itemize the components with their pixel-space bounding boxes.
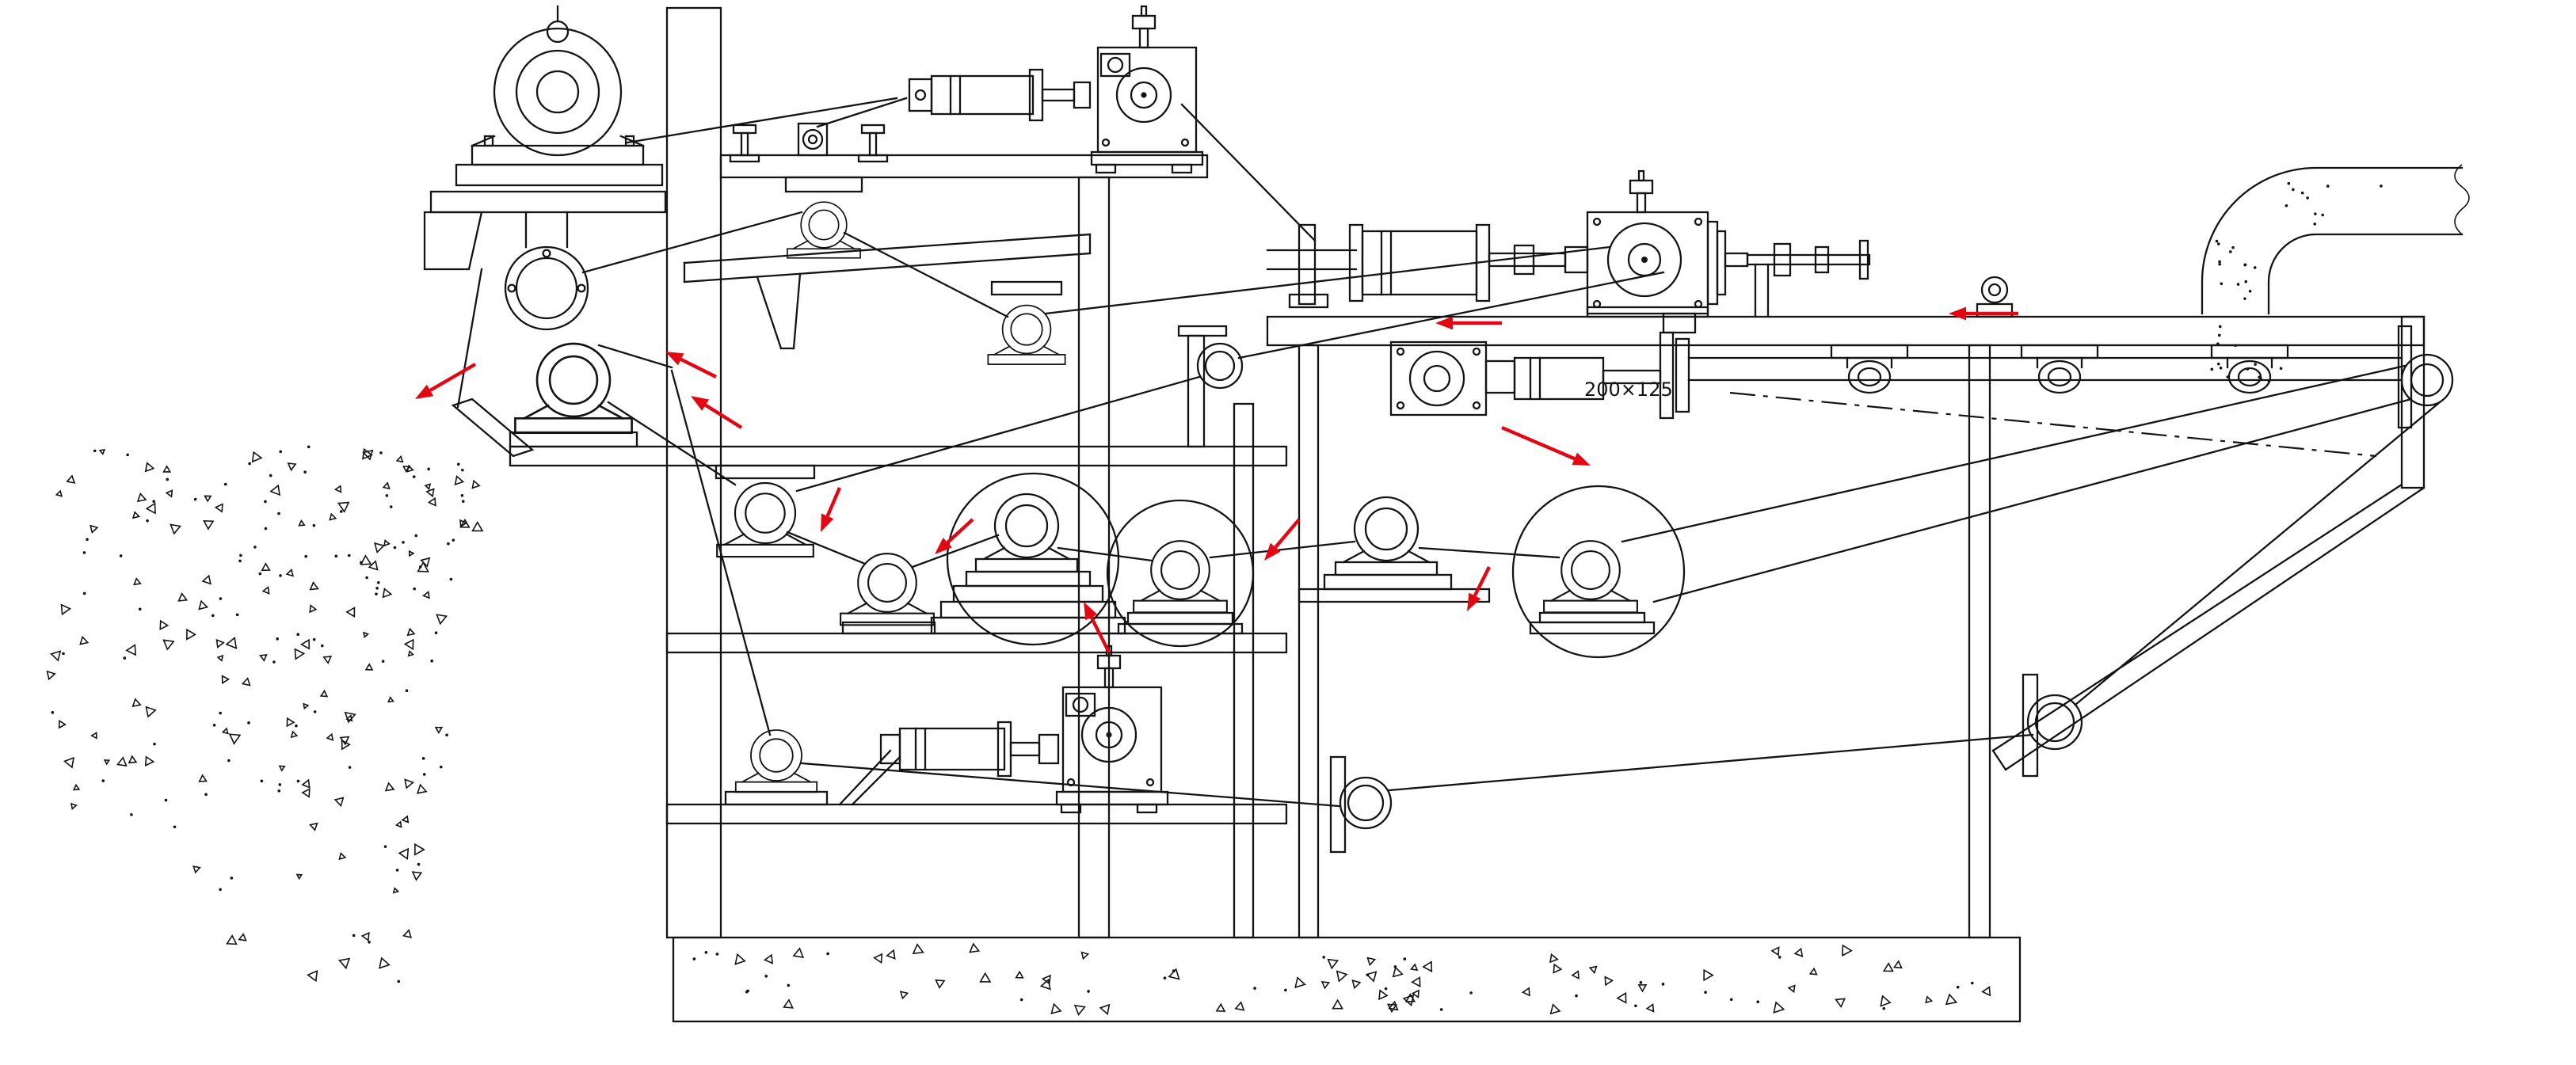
tensioner-gearbox [1090, 46, 1204, 174]
discharge-scraper-blade [451, 397, 535, 458]
drive-pedestal-lower [455, 163, 664, 187]
stay-link [816, 97, 908, 128]
tank-right-wall [2400, 315, 2425, 489]
press-roller-3 [930, 472, 1126, 646]
tension-roller [734, 729, 818, 793]
press-rollers [714, 464, 1686, 659]
frame-shelf-2 [665, 632, 1288, 654]
belt-paths [581, 97, 2441, 808]
return-roller-right [2022, 673, 2083, 778]
tray-roller [987, 280, 1066, 365]
press-roller-4 [1106, 499, 1255, 648]
tensioner-gearbox [1055, 686, 1169, 814]
cylinder-mount-bracket [1298, 223, 1317, 306]
bearing-housing [1389, 340, 1488, 416]
upper-belt-tensioner [729, 5, 1204, 174]
hydraulic-cylinder-body [898, 727, 1006, 771]
beam-bearing-plate [2210, 344, 2289, 394]
eye-bracket [797, 122, 829, 157]
drive-housing-mid [515, 49, 600, 135]
piston-rod [1041, 88, 1076, 102]
discharge-bearing-roller [514, 342, 633, 435]
discharge-drum [504, 245, 589, 331]
discharge-bearing-base [509, 431, 638, 448]
pipe-break-line [2454, 164, 2470, 235]
anchor-bolt-icon [729, 124, 760, 163]
cylinder-size-label: 200×125 [1584, 378, 1673, 401]
pipe-inner-wall [2267, 233, 2464, 315]
tray-spout [756, 276, 783, 350]
lifting-eye [1976, 276, 2014, 318]
rod-nut [1513, 244, 1535, 276]
breather-valve-icon [1131, 5, 1157, 49]
feed-tray [683, 233, 1092, 350]
return-roller-left [1329, 755, 1393, 854]
hydraulic-cylinder-body [1361, 230, 1478, 296]
tank-slant-inner [2004, 486, 2425, 771]
slurry-speckle [2210, 181, 2383, 383]
feed-pipe [2201, 164, 2470, 383]
output-shaft [1724, 252, 1749, 268]
press-roller-1 [714, 464, 816, 558]
anchor-bolt-icon [857, 124, 889, 163]
beam-bearing-plate [1830, 344, 1909, 394]
tank-slant-outer [1991, 483, 2403, 752]
sludge-discharge-particles [46, 445, 484, 983]
hidden-belt-centerline [1729, 391, 2377, 458]
drive-table-panel [423, 211, 483, 271]
flow-arrows [415, 306, 2018, 653]
frame-column-left [665, 6, 722, 939]
rod-coupling [1073, 81, 1092, 109]
lifting-hook-icon [546, 20, 570, 44]
beam-bearing-plate [2020, 344, 2099, 394]
breather-valve-icon [1629, 169, 1654, 214]
roller-shell [1106, 499, 1255, 648]
foundation-slab [672, 936, 2022, 1023]
drive-table [429, 190, 667, 214]
frame-shelf-1 [509, 445, 1288, 467]
frame-shelf-3 [665, 803, 1288, 825]
tank-inlet-roller [1177, 325, 1244, 448]
piston-rod [1009, 741, 1041, 757]
hydraulic-cylinder-body [930, 74, 1035, 116]
adjust-rod [1746, 253, 1871, 266]
press-roller-2 [840, 553, 936, 635]
tank-leg-right [1968, 344, 1991, 939]
head-roller [784, 176, 863, 259]
tail-roller [2397, 325, 2454, 429]
lower-belt-tensioner [724, 645, 1169, 814]
press-roller-6 [1511, 485, 1686, 659]
tank-slant-cap [1991, 749, 2007, 771]
pipe-outer-wall [2201, 166, 2464, 315]
press-roller-5 [1298, 496, 1491, 603]
roller-shell [946, 472, 1120, 646]
frame-column-right [1233, 402, 1255, 939]
foundation [672, 936, 2022, 1023]
cylinder-clevis [908, 78, 933, 112]
discharge-drive-unit [423, 5, 667, 458]
rod-coupling [1038, 733, 1060, 765]
drive-gearbox [1586, 211, 1709, 315]
tank-leg-left [1298, 344, 1320, 939]
concrete-speckle [692, 942, 1991, 1017]
cylinder-clevis [1484, 359, 1516, 394]
right-belt-tensioner [1266, 169, 1871, 318]
machine-frame [509, 6, 1991, 939]
drive-housing-bore [535, 70, 580, 114]
roller-shell [1511, 485, 1686, 659]
scraper-arm [456, 268, 483, 409]
frame-top-beam [719, 154, 1209, 179]
drive-housing-outer [493, 27, 623, 157]
press-tension-assembly: 200×125 [1389, 312, 2403, 420]
